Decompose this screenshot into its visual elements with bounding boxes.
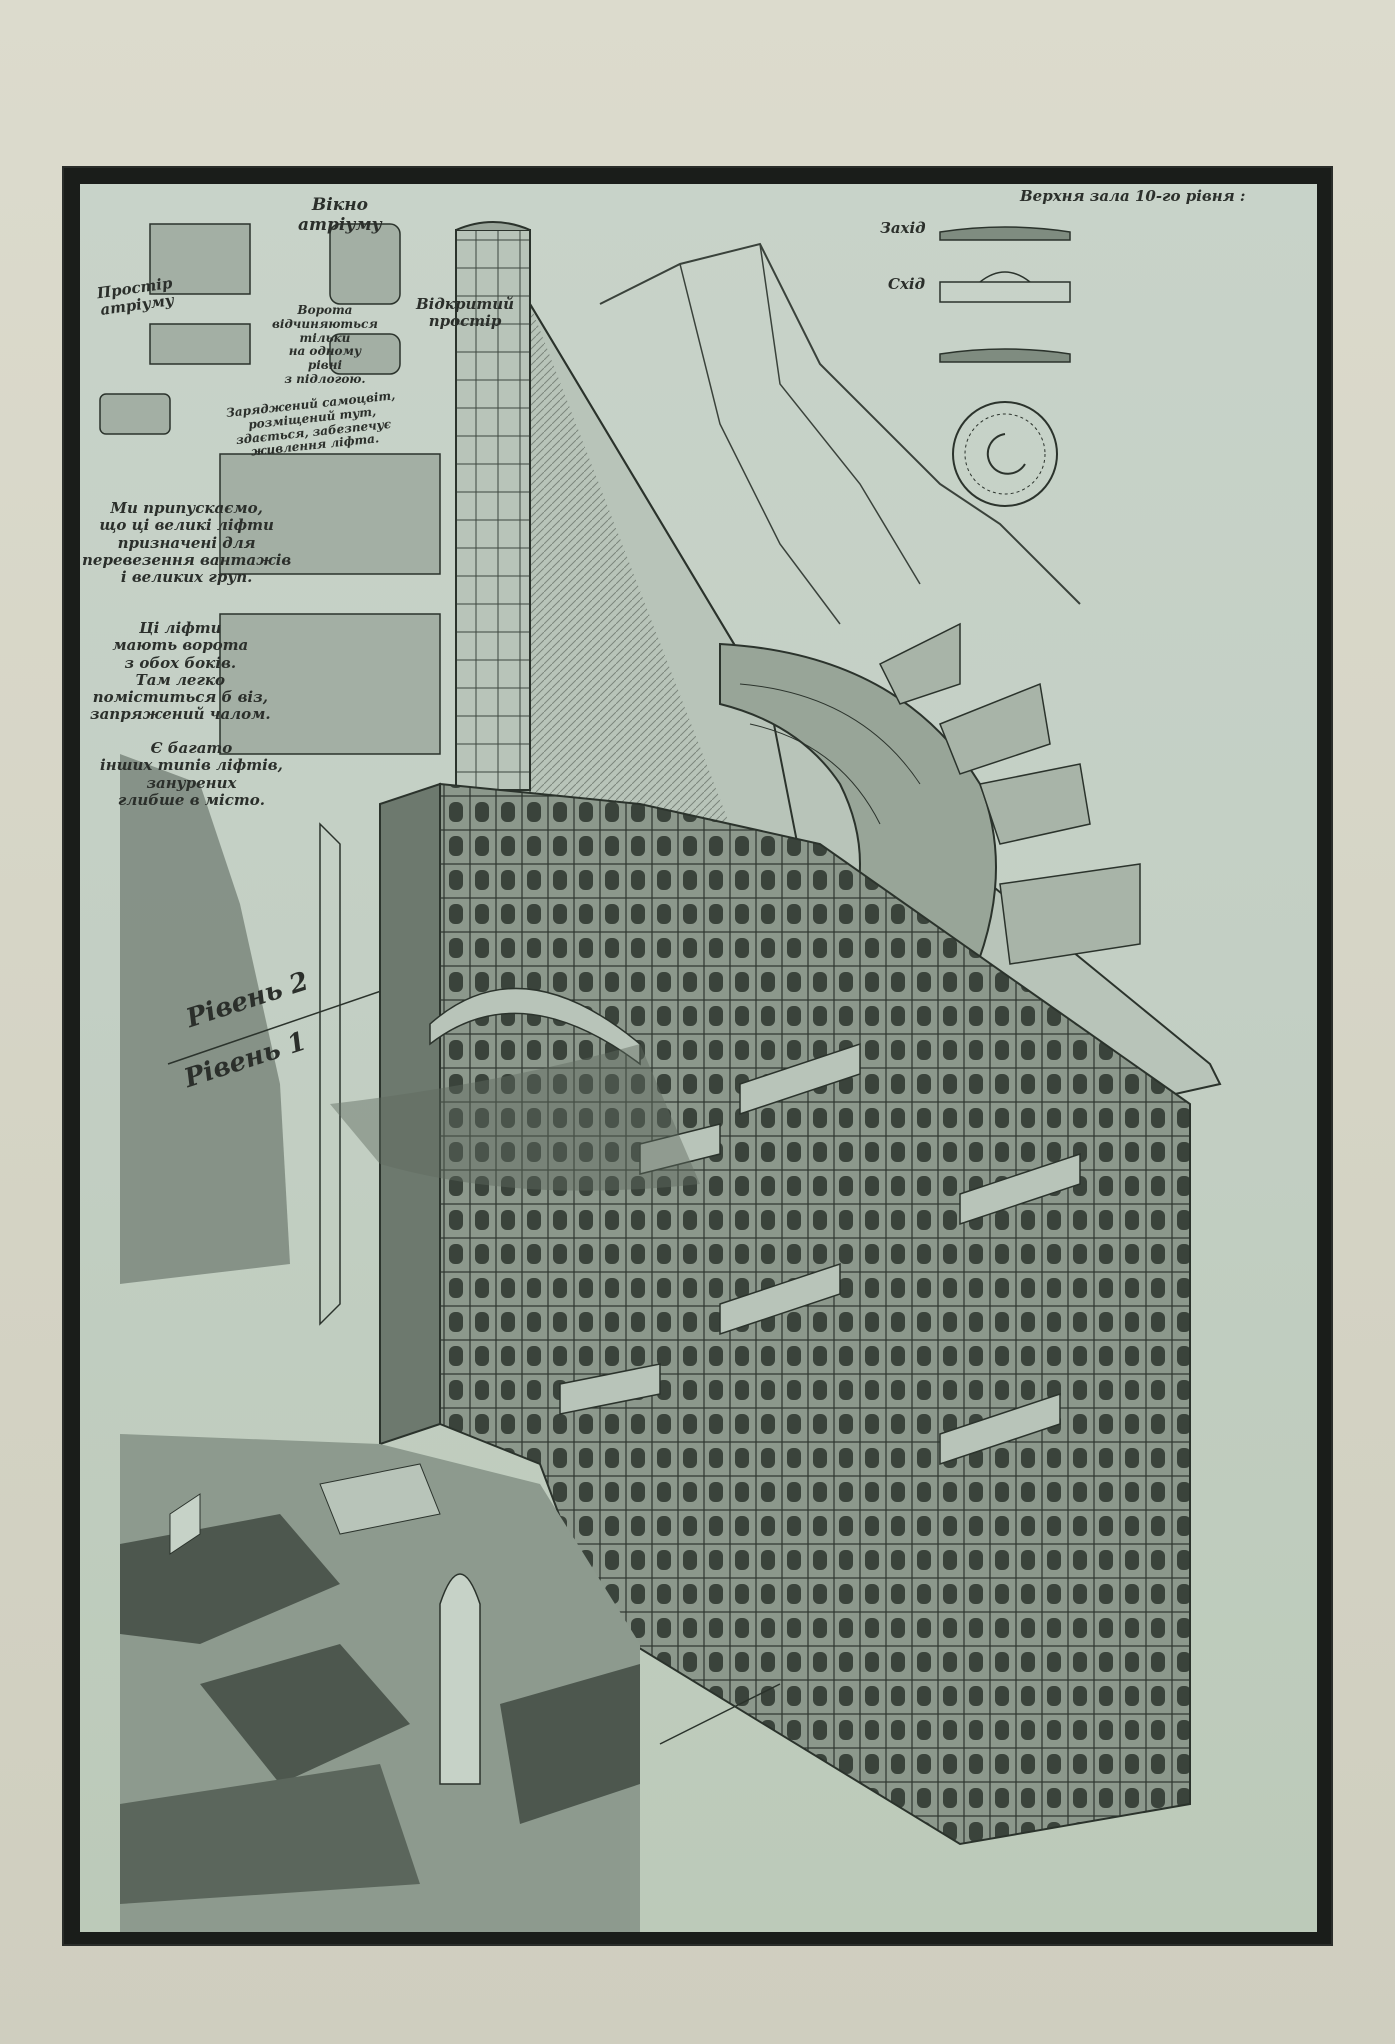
hall-diagrams bbox=[939, 226, 1071, 507]
hall-west-label: Захід bbox=[880, 219, 926, 237]
cliff-silhouette bbox=[120, 754, 461, 1326]
illustration-paper: Вікно атріуму Простір атріуму Ворота від… bbox=[80, 184, 1317, 1932]
city-ground-plan bbox=[120, 1434, 781, 1932]
note-big-lifts: Ми припускаємо, що ці великі ліфти призн… bbox=[82, 499, 292, 586]
light-shadow-band bbox=[330, 1044, 700, 1191]
mountain-drawing bbox=[599, 242, 1081, 625]
note-gates-open: Ворота відчиняються тільки на одному рів… bbox=[272, 303, 378, 386]
city-illustration bbox=[99, 221, 1222, 1932]
note-open-space: Відкритий простір bbox=[416, 295, 515, 331]
hall-east-label: Схід bbox=[888, 275, 926, 293]
note-atrium-window: Вікно атріуму bbox=[298, 195, 382, 235]
hall-title: Верхня зала 10-го рівня : bbox=[1020, 187, 1246, 205]
lift-sketches bbox=[99, 223, 441, 755]
hall-floor bbox=[719, 622, 1141, 1006]
note-gates-both-sides: Ці ліфти мають ворота з обох боків. Там … bbox=[90, 619, 271, 724]
note-other-lifts: Є багато інших типів ліфтів, занурених г… bbox=[100, 739, 283, 809]
